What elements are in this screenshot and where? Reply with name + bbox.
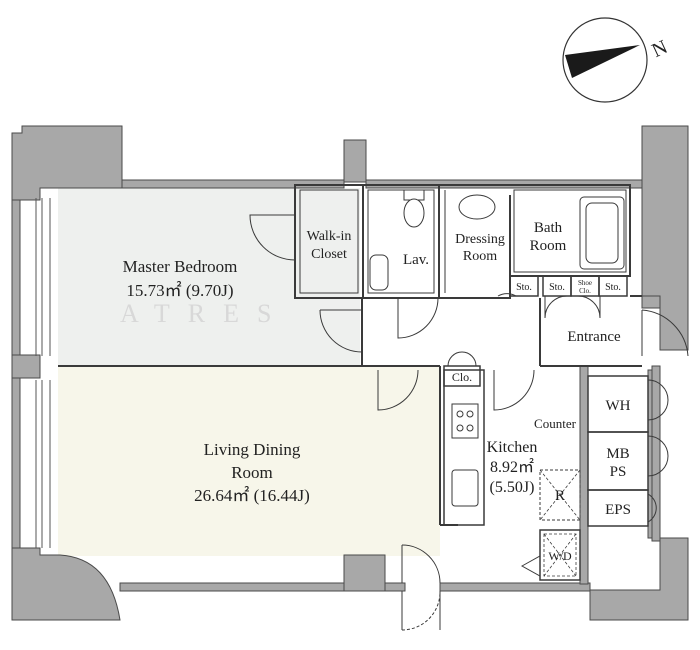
eps-label: EPS xyxy=(605,502,631,518)
stove-icon xyxy=(451,403,479,439)
burner-icon xyxy=(456,424,464,432)
door-icon xyxy=(249,214,296,261)
closet-label: Clo. xyxy=(452,370,472,384)
burner-icon xyxy=(466,410,474,418)
door-icon xyxy=(319,309,363,353)
washer-dryer-label: W/D xyxy=(548,549,572,563)
kitchen-area: 8.92㎡ xyxy=(490,458,534,476)
toilet-bowl-icon xyxy=(403,198,425,228)
mbps-line2: PS xyxy=(610,464,627,480)
bath-room-line1: Bath xyxy=(534,220,563,236)
lavatory-name: Lav. xyxy=(403,252,429,268)
door-icon xyxy=(493,369,535,411)
basin-icon xyxy=(458,194,496,220)
kitchen-name: Kitchen xyxy=(487,439,538,456)
walkin-closet-line1: Walk-in xyxy=(307,229,352,244)
burner-icon xyxy=(456,410,464,418)
storage-3-label: Sto. xyxy=(605,282,621,293)
fixtures xyxy=(369,189,625,507)
kitchen-sink-icon xyxy=(451,469,479,507)
door-icon xyxy=(497,293,517,297)
door-icon xyxy=(377,369,419,411)
door-icon xyxy=(647,435,669,477)
bath-room-line2: Room xyxy=(530,238,567,254)
mbps-line1: MB xyxy=(606,446,629,462)
living-dining-line1: Living Dining xyxy=(204,440,301,459)
shoe-closet-line1: Shoe xyxy=(578,279,592,287)
burner-icon xyxy=(466,424,474,432)
master-bedroom-area: 15.73㎡ (9.70J) xyxy=(126,281,233,300)
door-icon xyxy=(401,544,441,584)
counter-label: Counter xyxy=(534,416,577,431)
compass-label: N xyxy=(649,36,671,62)
door-icon xyxy=(544,295,568,319)
kitchen-area-jo: (5.50J) xyxy=(490,479,535,496)
north-arrow-icon xyxy=(565,45,640,78)
partition-walls xyxy=(58,184,649,581)
door-icon xyxy=(447,351,477,367)
dressing-room-line2: Room xyxy=(463,249,497,264)
storage-1-label: Sto. xyxy=(516,282,532,293)
compass: N xyxy=(562,17,671,103)
door-icon xyxy=(401,591,441,631)
doors xyxy=(249,214,689,631)
door-icon xyxy=(401,591,441,630)
door-icon xyxy=(647,379,669,421)
entrance-name: Entrance xyxy=(567,329,621,345)
water-heater-label: WH xyxy=(606,398,631,414)
living-dining-area: 26.64㎡ (16.44J) xyxy=(194,486,310,505)
dressing-room-line1: Dressing xyxy=(455,232,505,247)
door-icon xyxy=(577,295,601,319)
walkin-closet-line2: Closet xyxy=(311,247,347,262)
bathtub-inner-icon xyxy=(585,202,619,264)
door-icon xyxy=(641,309,689,357)
sink-icon xyxy=(369,254,389,291)
door-icon xyxy=(647,493,657,523)
door-icon xyxy=(397,297,439,339)
refrigerator-label: R xyxy=(555,488,565,504)
left-windows xyxy=(35,198,51,548)
master-bedroom-floor xyxy=(58,188,360,366)
living-dining-line2: Room xyxy=(231,463,273,482)
shoe-closet-line2: Clo. xyxy=(579,287,591,295)
master-bedroom-name: Master Bedroom xyxy=(123,257,238,276)
watermark: ATRES xyxy=(120,299,289,328)
door-icon xyxy=(520,555,541,577)
living-dining-floor xyxy=(58,366,440,556)
storage-2-label: Sto. xyxy=(549,282,565,293)
